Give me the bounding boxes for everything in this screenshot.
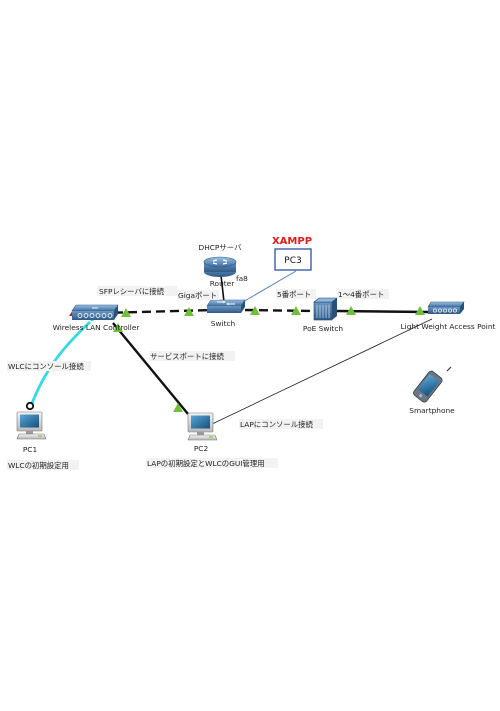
- lap-console-note: LAPにコンソール接続: [240, 420, 314, 429]
- port-up-marker: [250, 306, 260, 315]
- wlc-console-note: WLCにコンソール接続: [8, 362, 84, 371]
- router-label: Router: [210, 279, 235, 288]
- link-switch-poe[interactable]: [244, 308, 315, 313]
- link-pc2-ap-console[interactable]: [209, 318, 433, 426]
- poe-switch-label: PoE Switch: [303, 324, 343, 333]
- router-port-label: fa8: [236, 274, 248, 283]
- port-up-marker: [121, 308, 131, 317]
- pc-icon[interactable]: [16, 411, 47, 440]
- port-up-marker: [291, 306, 301, 315]
- note-labels: SFPレシーバに接続 Gigaポート 5番ポート 1〜4番ポート サービスポート…: [7, 286, 389, 470]
- port-up-marker: [184, 307, 194, 316]
- wlc-icon[interactable]: [71, 304, 119, 320]
- access-point-icon[interactable]: [427, 301, 465, 314]
- port-up-marker: [346, 306, 356, 315]
- port-up-marker: [415, 306, 425, 315]
- smartphone-label: Smartphone: [409, 406, 455, 415]
- sfp-note: SFPレシーバに接続: [99, 287, 165, 296]
- service-port-note: サービスポートに接続: [150, 352, 225, 361]
- router-icon[interactable]: [203, 256, 237, 277]
- smartphone-icon[interactable]: [412, 366, 452, 403]
- device-labels: DHCPサーバ Router fa8 Switch Wireless LAN C…: [23, 243, 496, 454]
- pc2-role-note: LAPの初期設定とWLCのGUI管理用: [147, 459, 265, 468]
- pc3-label: PC3: [284, 256, 301, 266]
- wlc-label: Wireless LAN Controller: [53, 323, 141, 332]
- pc-icon[interactable]: [187, 412, 218, 441]
- port-up-marker: [113, 323, 123, 332]
- access-point-label: Light Weight Access Point: [401, 322, 496, 331]
- link-pc3-switch[interactable]: [235, 270, 297, 307]
- dhcp-server-label: DHCPサーバ: [199, 243, 243, 252]
- xampp-label: XAMPP: [272, 236, 312, 247]
- port1-4-note: 1〜4番ポート: [338, 290, 384, 299]
- links: [29, 270, 433, 426]
- pc2-label: PC2: [194, 444, 208, 453]
- switch-label: Switch: [211, 319, 236, 328]
- switch-icon[interactable]: [206, 299, 246, 313]
- link-router-switch[interactable]: [220, 274, 225, 303]
- console-port-marker: [25, 401, 35, 411]
- poe-switch-icon[interactable]: [313, 297, 338, 321]
- pc3-note[interactable]: PC3: [274, 248, 312, 271]
- port5-note: 5番ポート: [277, 290, 311, 299]
- link-wlc-pc2[interactable]: [112, 322, 189, 415]
- pc1-role-note: WLCの初期設定用: [8, 461, 69, 470]
- port-markers: [25, 306, 425, 412]
- giga-port-note: Gigaポート: [178, 291, 217, 300]
- port-up-marker: [173, 403, 183, 412]
- pc1-label: PC1: [23, 445, 38, 454]
- link-wlc-switch[interactable]: [99, 308, 216, 315]
